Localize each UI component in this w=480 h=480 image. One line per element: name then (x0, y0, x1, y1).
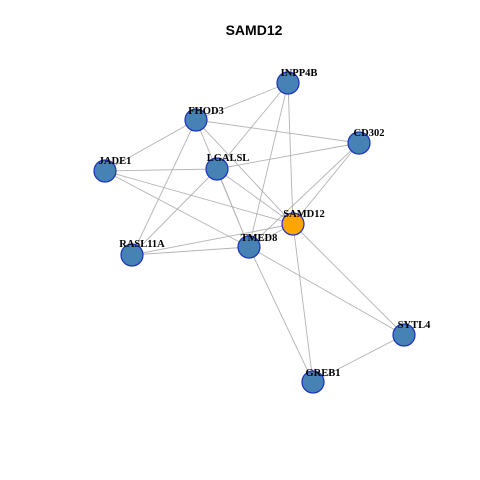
edge-jade1-samd12 (104, 170, 294, 225)
edge-inpp4b-tmed8 (248, 82, 289, 248)
edge-tmed8-sytl4 (248, 246, 405, 336)
node-label-samd12: SAMD12 (283, 209, 324, 220)
edge-fhod3-jade1 (104, 119, 197, 172)
node-rasl11a[interactable] (120, 243, 144, 267)
node-label-inpp4b: INPP4B (281, 68, 318, 79)
node-tmed8[interactable] (237, 235, 261, 259)
node-layer (93, 71, 416, 394)
edge-tmed8-greb1 (248, 246, 314, 383)
edge-samd12-sytl4 (292, 223, 405, 336)
edge-inpp4b-fhod3 (195, 82, 289, 121)
edge-samd12-greb1 (292, 223, 314, 383)
edge-cd302-lgalsl (216, 142, 360, 170)
node-fhod3[interactable] (184, 108, 208, 132)
edge-lgalsl-tmed8 (216, 168, 250, 248)
node-sytl4[interactable] (392, 323, 416, 347)
edge-rasl11a-tmed8 (131, 246, 250, 256)
edge-inpp4b-samd12 (287, 82, 294, 225)
node-label-jade1: JADE1 (99, 156, 132, 167)
node-jade1[interactable] (93, 159, 117, 183)
edge-cd302-samd12 (292, 142, 360, 225)
node-label-lgalsl: LGALSL (207, 153, 250, 164)
edge-fhod3-cd302 (195, 119, 360, 144)
edge-fhod3-samd12 (195, 119, 294, 225)
edge-sytl4-greb1 (312, 334, 405, 383)
node-label-sytl4: SYTL4 (398, 320, 431, 331)
node-samd12[interactable] (281, 212, 305, 236)
edge-samd12-rasl11a (131, 223, 294, 256)
edge-layer (104, 82, 405, 383)
node-lgalsl[interactable] (205, 157, 229, 181)
node-label-tmed8: TMED8 (241, 233, 278, 244)
edge-lgalsl-samd12 (216, 168, 294, 225)
edge-cd302-tmed8 (248, 142, 360, 248)
node-label-cd302: CD302 (354, 128, 385, 139)
node-label-rasl11a: RASL11A (119, 239, 165, 250)
edge-lgalsl-rasl11a (131, 168, 218, 256)
node-inpp4b[interactable] (276, 71, 300, 95)
graph-title: SAMD12 (226, 22, 283, 38)
edge-jade1-lgalsl (104, 168, 218, 172)
node-label-greb1: GREB1 (305, 368, 340, 379)
node-greb1[interactable] (301, 370, 325, 394)
node-cd302[interactable] (347, 131, 371, 155)
node-label-fhod3: FHOD3 (188, 106, 224, 117)
